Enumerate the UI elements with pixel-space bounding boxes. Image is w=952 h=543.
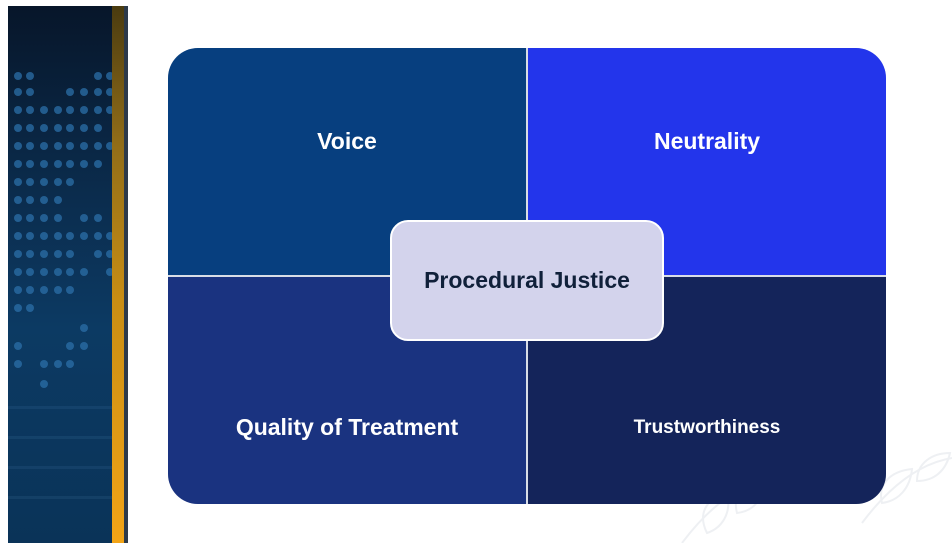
sidebar-accent-bar xyxy=(112,6,124,543)
quadrant-label: Voice xyxy=(317,128,377,154)
sidebar-decoration xyxy=(8,6,120,543)
dotted-world-map-icon xyxy=(8,72,120,499)
center-concept-box: Procedural Justice xyxy=(390,220,664,341)
center-concept-label: Procedural Justice xyxy=(424,267,630,293)
quadrant-label: Neutrality xyxy=(653,128,761,154)
quadrant-label: Trustworthiness xyxy=(633,417,781,438)
sidebar-divider xyxy=(124,6,128,543)
quadrant-label: Quality of Treatment xyxy=(235,414,459,440)
